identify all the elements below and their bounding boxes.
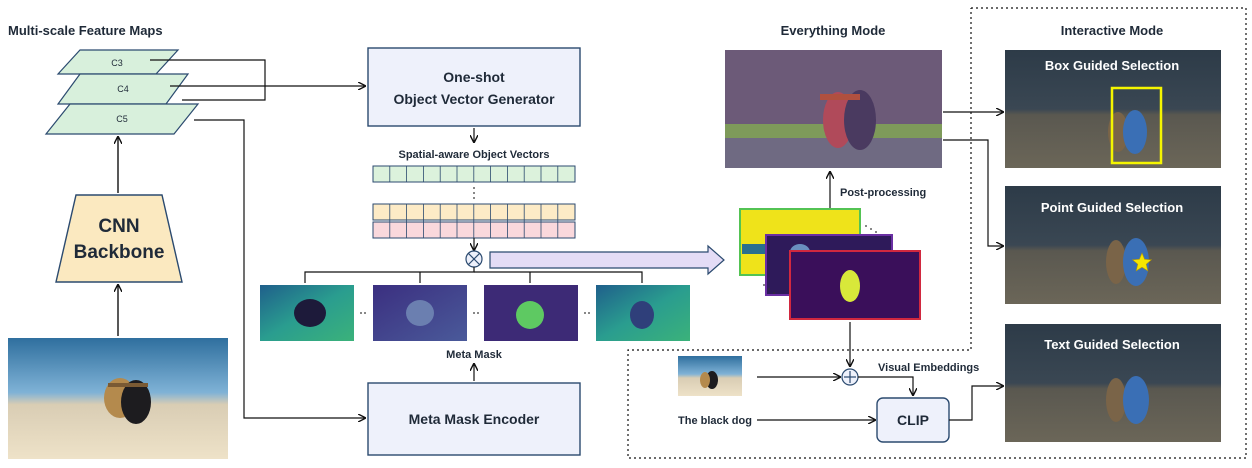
meta-mask-label: Meta Mask (446, 349, 503, 361)
c3-label: C3 (111, 58, 123, 68)
backbone-label-line1: CNN (98, 216, 139, 237)
text-prompt: The black dog (678, 415, 752, 427)
feature-maps-title: Multi-scale Feature Maps (8, 23, 163, 38)
big-arrow (489, 244, 725, 276)
visual-embeddings-label: Visual Embeddings (878, 362, 979, 374)
circle-times-icon (465, 250, 483, 268)
interactive-mode-border (627, 7, 1247, 459)
input-image (8, 338, 228, 459)
point-guided-panel (1005, 186, 1221, 304)
everything-mode-image (725, 50, 942, 168)
everything-mode-title: Everything Mode (781, 23, 886, 38)
post-processing-label: Post-processing (840, 187, 926, 199)
c5-label: C5 (116, 114, 128, 124)
box-guided-panel (1005, 50, 1221, 168)
circle-plus-icon (841, 368, 859, 386)
clip-label: CLIP (897, 412, 929, 428)
point-guided-label: Point Guided Selection (1041, 200, 1183, 215)
cnn-backbone (55, 194, 183, 283)
object-vectors (372, 165, 576, 239)
meta-mask-encoder (367, 382, 581, 456)
interactive-mode-title: Interactive Mode (1061, 23, 1164, 38)
object-vector-generator (367, 47, 581, 127)
star-icon (1131, 252, 1153, 272)
box-selection (1110, 86, 1163, 165)
small-input-image (678, 356, 742, 396)
text-guided-label: Text Guided Selection (1044, 337, 1180, 352)
mask-outputs (739, 208, 921, 320)
backbone-label-line2: Backbone (74, 242, 165, 263)
feature-map-stack: C3 C4 C5 (44, 49, 200, 135)
generator-label-line1: One-shot (443, 69, 505, 85)
c4-label: C4 (117, 84, 129, 94)
text-guided-panel (1005, 324, 1221, 442)
generator-label-line2: Object Vector Generator (393, 91, 555, 107)
box-guided-label: Box Guided Selection (1045, 58, 1179, 73)
feature-map-c5 (44, 103, 200, 135)
encoder-label: Meta Mask Encoder (409, 411, 540, 427)
meta-mask-images (260, 285, 690, 341)
object-vectors-label: Spatial-aware Object Vectors (398, 149, 549, 161)
